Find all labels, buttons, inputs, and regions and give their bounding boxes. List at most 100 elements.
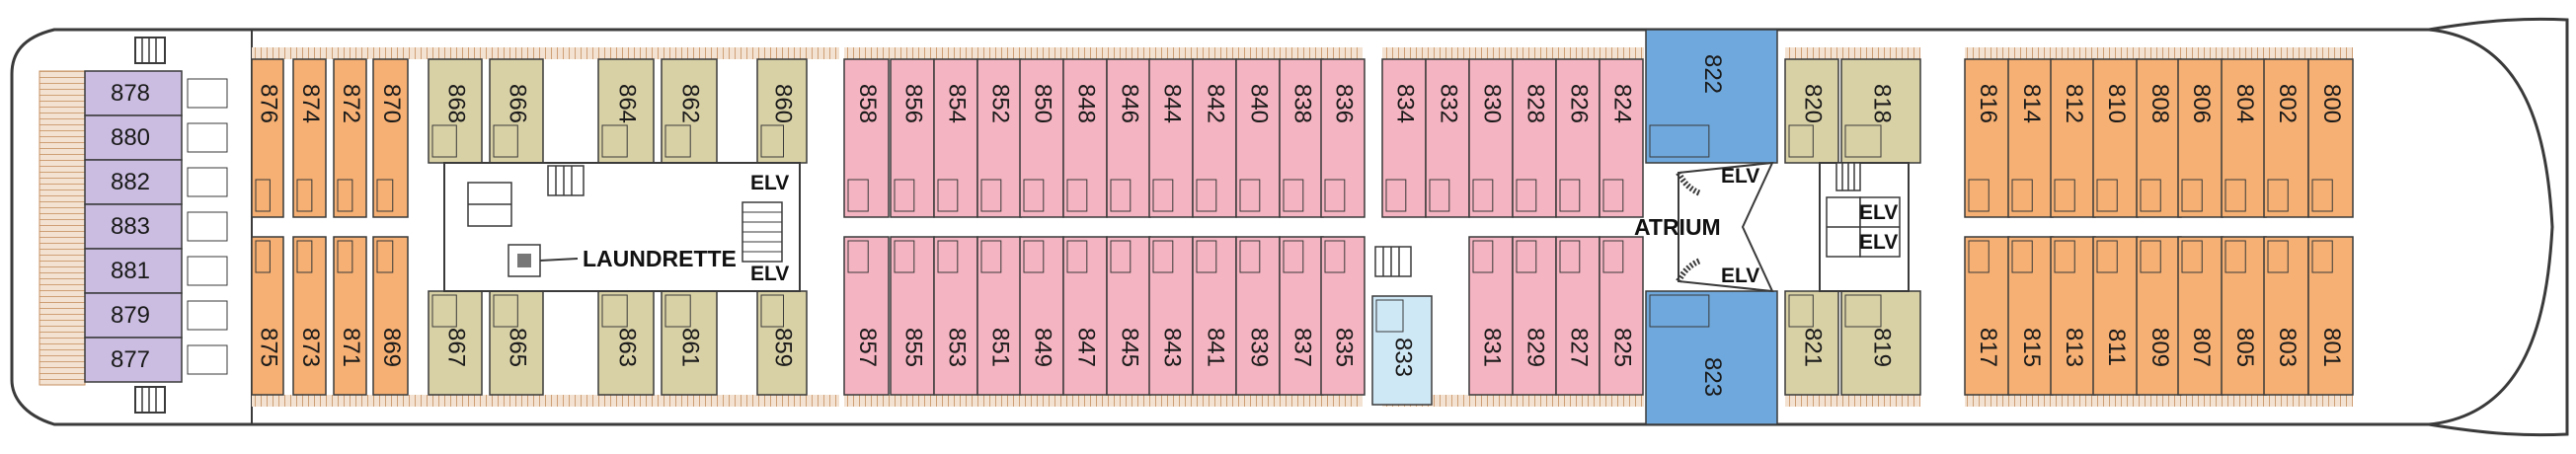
cabin-802[interactable]: 802: [2263, 58, 2309, 218]
cabin-850[interactable]: 850: [1019, 58, 1064, 218]
cabin-823[interactable]: 823: [1645, 290, 1778, 425]
cabin-826[interactable]: 826: [1555, 58, 1600, 218]
cabin-858[interactable]: 858: [843, 58, 890, 218]
cabin-852[interactable]: 852: [976, 58, 1022, 218]
cabin-883[interactable]: 883: [84, 203, 228, 250]
cabin-842[interactable]: 842: [1192, 58, 1237, 218]
cabin-835[interactable]: 835: [1320, 236, 1366, 396]
cabin-831[interactable]: 831: [1468, 236, 1514, 396]
cabin-856[interactable]: 856: [890, 58, 935, 218]
cabin-824[interactable]: 824: [1599, 58, 1644, 218]
cabin-841[interactable]: 841: [1192, 236, 1237, 396]
cabin-number: 810: [2103, 84, 2130, 123]
cabin-829[interactable]: 829: [1512, 236, 1557, 396]
cabin-881[interactable]: 881: [84, 248, 228, 294]
cabin-864[interactable]: 864: [597, 58, 655, 164]
cabin-848[interactable]: 848: [1062, 58, 1108, 218]
cabin-shape: [2307, 58, 2354, 218]
cabin-812[interactable]: 812: [2050, 58, 2096, 218]
cabin-871[interactable]: 871: [333, 236, 367, 396]
cabin-801[interactable]: 801: [2307, 236, 2354, 396]
cabin-880[interactable]: 880: [84, 114, 228, 161]
cabin-839[interactable]: 839: [1235, 236, 1281, 396]
cabin-shape: [333, 58, 367, 218]
cabin-847[interactable]: 847: [1062, 236, 1108, 396]
cabin-844[interactable]: 844: [1148, 58, 1194, 218]
cabin-820[interactable]: 820: [1784, 58, 1839, 164]
cabin-815[interactable]: 815: [2007, 236, 2054, 396]
cabin-861[interactable]: 861: [661, 290, 718, 396]
cabin-shape: [333, 236, 367, 396]
cabin-828[interactable]: 828: [1512, 58, 1557, 218]
cabin-860[interactable]: 860: [756, 58, 808, 164]
cabin-bathroom: [187, 78, 228, 109]
cabin-806[interactable]: 806: [2177, 58, 2224, 218]
cabin-809[interactable]: 809: [2136, 236, 2182, 396]
cabin-shape: [1192, 58, 1237, 218]
cabin-859[interactable]: 859: [756, 290, 808, 396]
cabin-882[interactable]: 882: [84, 159, 228, 205]
cabin-843[interactable]: 843: [1148, 236, 1194, 396]
cabin-849[interactable]: 849: [1019, 236, 1064, 396]
cabin-868[interactable]: 868: [428, 58, 483, 164]
cabin-shape: [84, 203, 183, 250]
cabin-number: 874: [297, 84, 324, 123]
cabin-814[interactable]: 814: [2007, 58, 2054, 218]
cabin-874[interactable]: 874: [292, 58, 327, 218]
cabin-876[interactable]: 876: [251, 58, 284, 218]
cabin-bathroom: [187, 256, 228, 286]
cabin-853[interactable]: 853: [933, 236, 978, 396]
cabin-817[interactable]: 817: [1964, 236, 2010, 396]
cabin-805[interactable]: 805: [2221, 236, 2267, 396]
cabin-833[interactable]: 833: [1371, 295, 1433, 406]
cabin-863[interactable]: 863: [597, 290, 655, 396]
cabin-808[interactable]: 808: [2136, 58, 2182, 218]
cabin-807[interactable]: 807: [2177, 236, 2224, 396]
cabin-854[interactable]: 854: [933, 58, 978, 218]
cabin-840[interactable]: 840: [1235, 58, 1281, 218]
cabin-870[interactable]: 870: [372, 58, 409, 218]
cabin-845[interactable]: 845: [1106, 236, 1151, 396]
cabin-872[interactable]: 872: [333, 58, 367, 218]
cabin-838[interactable]: 838: [1279, 58, 1324, 218]
cabin-865[interactable]: 865: [489, 290, 544, 396]
cabin-bathroom: [1324, 240, 1346, 273]
cabin-803[interactable]: 803: [2263, 236, 2309, 396]
cabin-804[interactable]: 804: [2221, 58, 2267, 218]
cabin-810[interactable]: 810: [2092, 58, 2139, 218]
cabin-855[interactable]: 855: [890, 236, 935, 396]
cabin-830[interactable]: 830: [1468, 58, 1514, 218]
cabin-825[interactable]: 825: [1599, 236, 1644, 396]
cabin-875[interactable]: 875: [251, 236, 284, 396]
cabin-shape: [976, 236, 1022, 396]
cabin-800[interactable]: 800: [2307, 58, 2354, 218]
cabin-834[interactable]: 834: [1381, 58, 1427, 218]
cabin-879[interactable]: 879: [84, 292, 228, 339]
cabin-bathroom: [1239, 240, 1261, 273]
cabin-821[interactable]: 821: [1784, 290, 1839, 396]
cabin-836[interactable]: 836: [1320, 58, 1366, 218]
cabin-869[interactable]: 869: [372, 236, 409, 396]
cabin-818[interactable]: 818: [1840, 58, 1921, 164]
cabin-866[interactable]: 866: [489, 58, 544, 164]
cabin-811[interactable]: 811: [2092, 236, 2139, 396]
cabin-827[interactable]: 827: [1555, 236, 1600, 396]
cabin-813[interactable]: 813: [2050, 236, 2096, 396]
cabin-bathroom: [2311, 179, 2333, 212]
cabin-bathroom: [1283, 179, 1304, 212]
cabin-857[interactable]: 857: [843, 236, 890, 396]
cabin-837[interactable]: 837: [1279, 236, 1324, 396]
cabin-number: 867: [443, 328, 470, 367]
cabin-862[interactable]: 862: [661, 58, 718, 164]
cabin-816[interactable]: 816: [1964, 58, 2010, 218]
cabin-867[interactable]: 867: [428, 290, 483, 396]
cabin-819[interactable]: 819: [1840, 290, 1921, 396]
cabin-846[interactable]: 846: [1106, 58, 1151, 218]
cabin-877[interactable]: 877: [84, 337, 228, 383]
cabin-bathroom: [2267, 179, 2289, 212]
cabin-851[interactable]: 851: [976, 236, 1022, 396]
cabin-832[interactable]: 832: [1425, 58, 1470, 218]
cabin-822[interactable]: 822: [1645, 29, 1778, 164]
cabin-873[interactable]: 873: [292, 236, 327, 396]
cabin-shape: [251, 236, 284, 396]
